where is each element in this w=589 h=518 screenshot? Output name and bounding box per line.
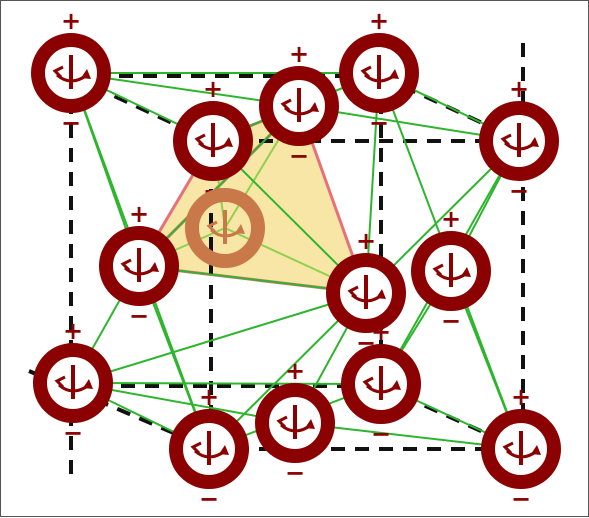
plus-sign: + xyxy=(285,357,305,385)
rotation-arrowhead xyxy=(529,137,539,147)
rotation-arrowhead xyxy=(376,289,386,299)
atom: +− xyxy=(339,7,419,137)
spin-moment-icon xyxy=(120,248,159,282)
spin-moment-icon xyxy=(52,55,91,89)
minus-sign: − xyxy=(511,485,531,513)
atom: +− xyxy=(99,200,179,330)
atom: +− xyxy=(481,383,561,513)
rotation-arrowhead xyxy=(235,224,245,234)
plus-sign: + xyxy=(289,40,309,68)
minus-sign: − xyxy=(61,109,81,137)
atom: +− xyxy=(341,318,421,448)
rotation-arrowhead xyxy=(149,262,159,272)
minus-sign: − xyxy=(199,485,219,513)
spin-moment-icon xyxy=(54,365,93,399)
atom: +− xyxy=(173,75,253,205)
rotation-tail xyxy=(190,441,202,455)
atom: +− xyxy=(259,40,339,170)
rotation-tail xyxy=(54,375,66,389)
rotation-arrowhead xyxy=(389,69,399,79)
atom: +− xyxy=(169,383,249,513)
atom: +− xyxy=(326,227,406,357)
rotation-tail xyxy=(432,263,444,277)
plus-sign: + xyxy=(203,75,223,103)
rotation-arrowhead xyxy=(83,379,93,389)
spin-moment-icon xyxy=(362,366,401,400)
plus-sign: + xyxy=(199,383,219,411)
spin-moment-icon xyxy=(276,405,315,439)
rotation-tail xyxy=(120,258,132,272)
rotation-tail xyxy=(360,65,372,79)
rotation-arrowhead xyxy=(305,419,315,429)
rotation-arrowhead xyxy=(219,445,229,455)
rotation-arrowhead xyxy=(223,137,233,147)
plus-sign: + xyxy=(63,317,83,345)
minus-sign: − xyxy=(289,142,309,170)
rotation-arrowhead xyxy=(81,69,91,79)
spin-moment-icon xyxy=(206,210,245,244)
atom: +− xyxy=(31,7,111,137)
bond-line xyxy=(72,382,382,385)
rotation-arrowhead xyxy=(391,380,401,390)
atom: +− xyxy=(479,75,559,205)
minus-sign: − xyxy=(509,177,529,205)
minus-sign: − xyxy=(285,459,305,487)
rotation-tail xyxy=(276,415,288,429)
spin-moment-icon xyxy=(190,431,229,465)
atom-ring xyxy=(185,188,265,268)
minus-sign: − xyxy=(441,307,461,335)
plus-sign: + xyxy=(129,200,149,228)
plus-sign: + xyxy=(61,7,81,35)
rotation-tail xyxy=(280,98,292,112)
spin-moment-icon xyxy=(432,253,471,287)
rotation-tail xyxy=(206,220,218,234)
rotation-arrowhead xyxy=(531,445,541,455)
minus-sign: − xyxy=(129,302,149,330)
minus-sign: − xyxy=(371,420,391,448)
minus-sign: − xyxy=(63,419,83,447)
bond-line xyxy=(72,292,367,384)
plus-sign: + xyxy=(511,383,531,411)
rotation-tail xyxy=(194,133,206,147)
spin-moment-icon xyxy=(360,55,399,89)
rotation-tail xyxy=(362,376,374,390)
plus-sign: + xyxy=(441,205,461,233)
spin-moment-icon xyxy=(280,88,319,122)
plus-sign: + xyxy=(369,7,389,35)
rotation-tail xyxy=(502,441,514,455)
atom xyxy=(185,188,265,268)
spin-moment-icon xyxy=(347,275,386,309)
plus-sign: + xyxy=(356,227,376,255)
spin-moment-icon xyxy=(500,123,539,157)
plus-sign: + xyxy=(509,75,529,103)
atom: +− xyxy=(411,205,491,335)
spin-moment-icon xyxy=(194,123,233,157)
atom: +− xyxy=(33,317,113,447)
rotation-arrowhead xyxy=(309,102,319,112)
minus-sign: − xyxy=(369,109,389,137)
rotation-arrowhead xyxy=(461,267,471,277)
atom: +− xyxy=(255,357,335,487)
rotation-tail xyxy=(347,285,359,299)
plus-sign: + xyxy=(371,318,391,346)
rotation-tail xyxy=(52,65,64,79)
spin-moment-icon xyxy=(502,431,541,465)
rotation-tail xyxy=(500,133,512,147)
